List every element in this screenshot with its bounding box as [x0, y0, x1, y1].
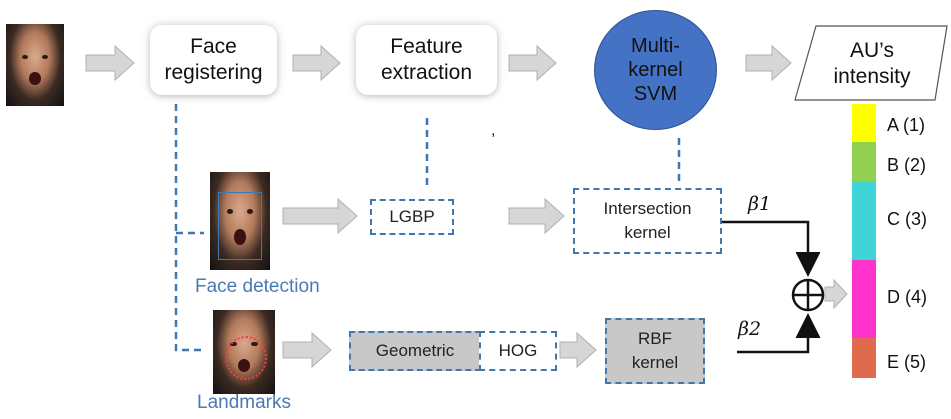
intersection-kernel-box: Intersection kernel: [573, 188, 722, 254]
stray-mark: ,: [491, 122, 496, 139]
arrow-extraction-to-svm: [508, 44, 557, 82]
geometric-box: Geometric: [349, 331, 481, 371]
face-registering-box: Face registering: [150, 25, 277, 95]
scale-label-b: B (2): [887, 155, 927, 175]
leader-registering: [174, 104, 204, 352]
landmarks-photo: [213, 310, 275, 394]
pipeline-arrows: [85, 44, 848, 369]
detection-bounding-box: [218, 192, 262, 260]
arrow-sum-to-scale: [824, 278, 848, 310]
input-face-photo: [6, 24, 64, 106]
arrow-registering-to-extraction: [292, 44, 341, 82]
beta2-label: β2: [738, 318, 762, 340]
face-detection-caption: Face detection: [195, 276, 320, 297]
lgbp-box: LGBP: [370, 199, 454, 235]
dashed-leaders: [174, 104, 681, 352]
scale-segment-d: [852, 260, 876, 338]
feature-extraction-box: Feature extraction: [356, 25, 497, 95]
landmark-points: [225, 336, 267, 380]
scale-segment-c: [852, 181, 876, 260]
scale-label-e: E (5): [887, 352, 927, 372]
kernel-combination: [722, 220, 821, 354]
scale-label-c: C (3): [887, 209, 927, 229]
arrow-photo-to-registering: [85, 44, 135, 82]
arrow-detection-to-lgbp: [282, 197, 358, 235]
scale-label-a: A (1): [887, 115, 926, 135]
arrow-hog-to-rbf: [559, 331, 597, 369]
scale-label-d: D (4): [887, 287, 927, 307]
arrow-lgbp-to-intersection: [508, 197, 565, 235]
rbf-kernel-box: RBF kernel: [605, 318, 705, 384]
au-intensity-label: AU’s intensity: [833, 39, 911, 88]
arrow-svm-to-output: [745, 44, 792, 82]
scale-segment-b: [852, 142, 876, 181]
hog-box: HOG: [479, 331, 557, 371]
sum-node: [791, 278, 825, 312]
multi-kernel-svm-node: Multi- kernel SVM: [594, 10, 717, 130]
line-intersection-to-sum: [722, 220, 821, 277]
scale-segment-e: [852, 338, 876, 378]
arrow-landmarks-to-geometric: [282, 331, 332, 369]
line-rbf-to-sum: [737, 313, 821, 354]
scale-segment-a: [852, 104, 876, 142]
landmarks-caption: Landmarks: [197, 392, 291, 413]
face-detection-photo: [210, 172, 270, 270]
beta1-label: β1: [748, 193, 772, 215]
